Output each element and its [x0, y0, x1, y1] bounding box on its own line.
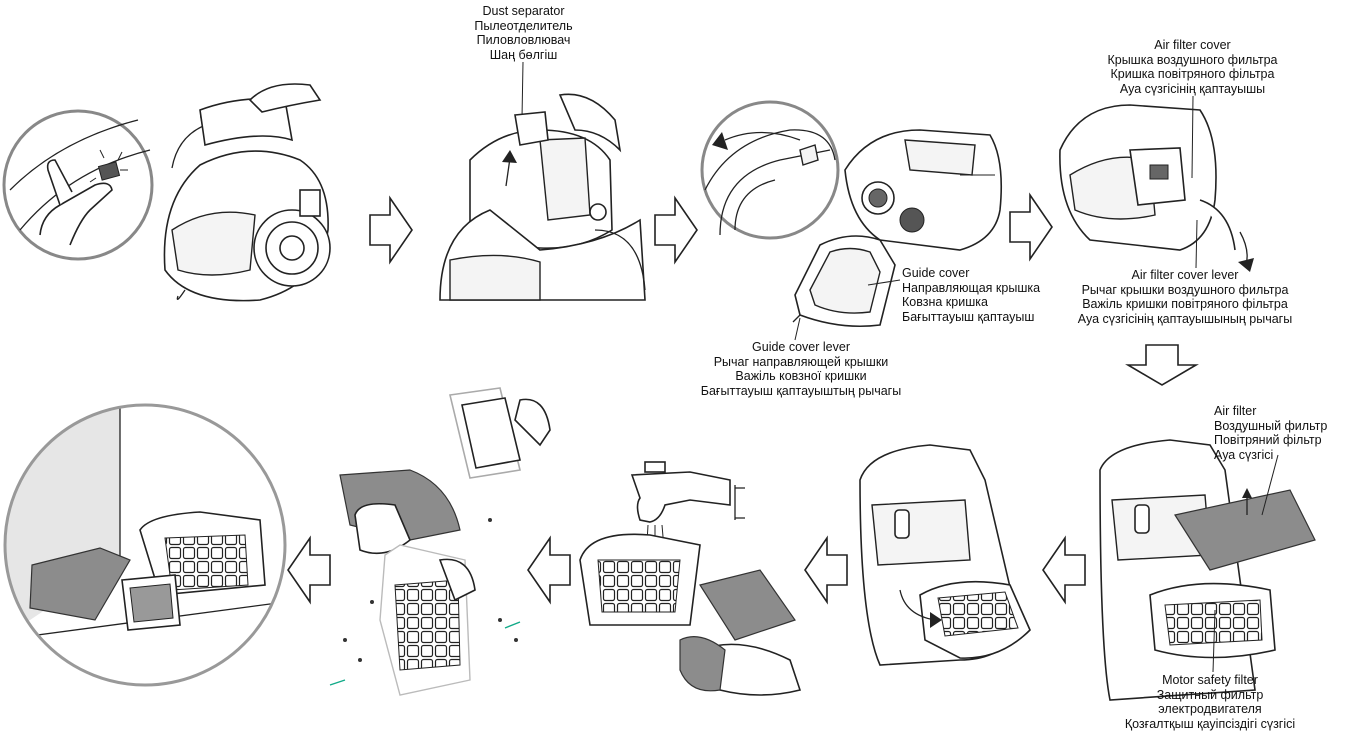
vacuum-body-1 [164, 84, 330, 301]
dust-separator-open [845, 130, 1001, 250]
tap-icon [632, 462, 745, 522]
step-arrow-left-3 [528, 538, 570, 602]
guide-cover-lever-label: Guide cover lever Рычаг направляющей кры… [700, 340, 902, 398]
motor-safety-filter-label: Motor safety filter Защитный фильтр элек… [1110, 673, 1310, 731]
step-6-motor-filter [860, 445, 1030, 665]
step-arrow-right-2 [655, 198, 697, 262]
step-7-wash [580, 462, 800, 695]
step-arrow-right-3 [1010, 195, 1052, 259]
air-filter-cover-lever-label: Air filter cover lever Рычаг крышки возд… [1065, 268, 1305, 326]
step-5-air-filter [1100, 440, 1315, 700]
step-1-open-lid [4, 84, 330, 301]
guide-cover-flap [793, 236, 895, 326]
step-arrow-left-1 [1043, 538, 1085, 602]
zoom-circle-latch [702, 102, 838, 238]
step-arrow-right-1 [370, 198, 412, 262]
step-arrow-left-2 [805, 538, 847, 602]
air-filter-label: Air filter Воздушный фильтр Повітряний ф… [1214, 404, 1327, 462]
step-arrow-down [1128, 345, 1196, 385]
step-9-dry-shade [0, 400, 300, 700]
zoom-circle-button [4, 111, 152, 259]
air-filter-cover-label: Air filter cover Крышка воздушного фильт… [1085, 38, 1300, 96]
guide-cover-label: Guide cover Направляющая крышка Ковзна к… [902, 266, 1040, 324]
step-8-dry [330, 388, 550, 695]
step-arrow-left-4 [288, 538, 330, 602]
dust-separator-label: Dust separator Пылеотделитель Пиловловлю… [456, 4, 591, 62]
step-4-air-filter-cover [1060, 96, 1254, 272]
step-2-dust-separator [440, 62, 645, 300]
